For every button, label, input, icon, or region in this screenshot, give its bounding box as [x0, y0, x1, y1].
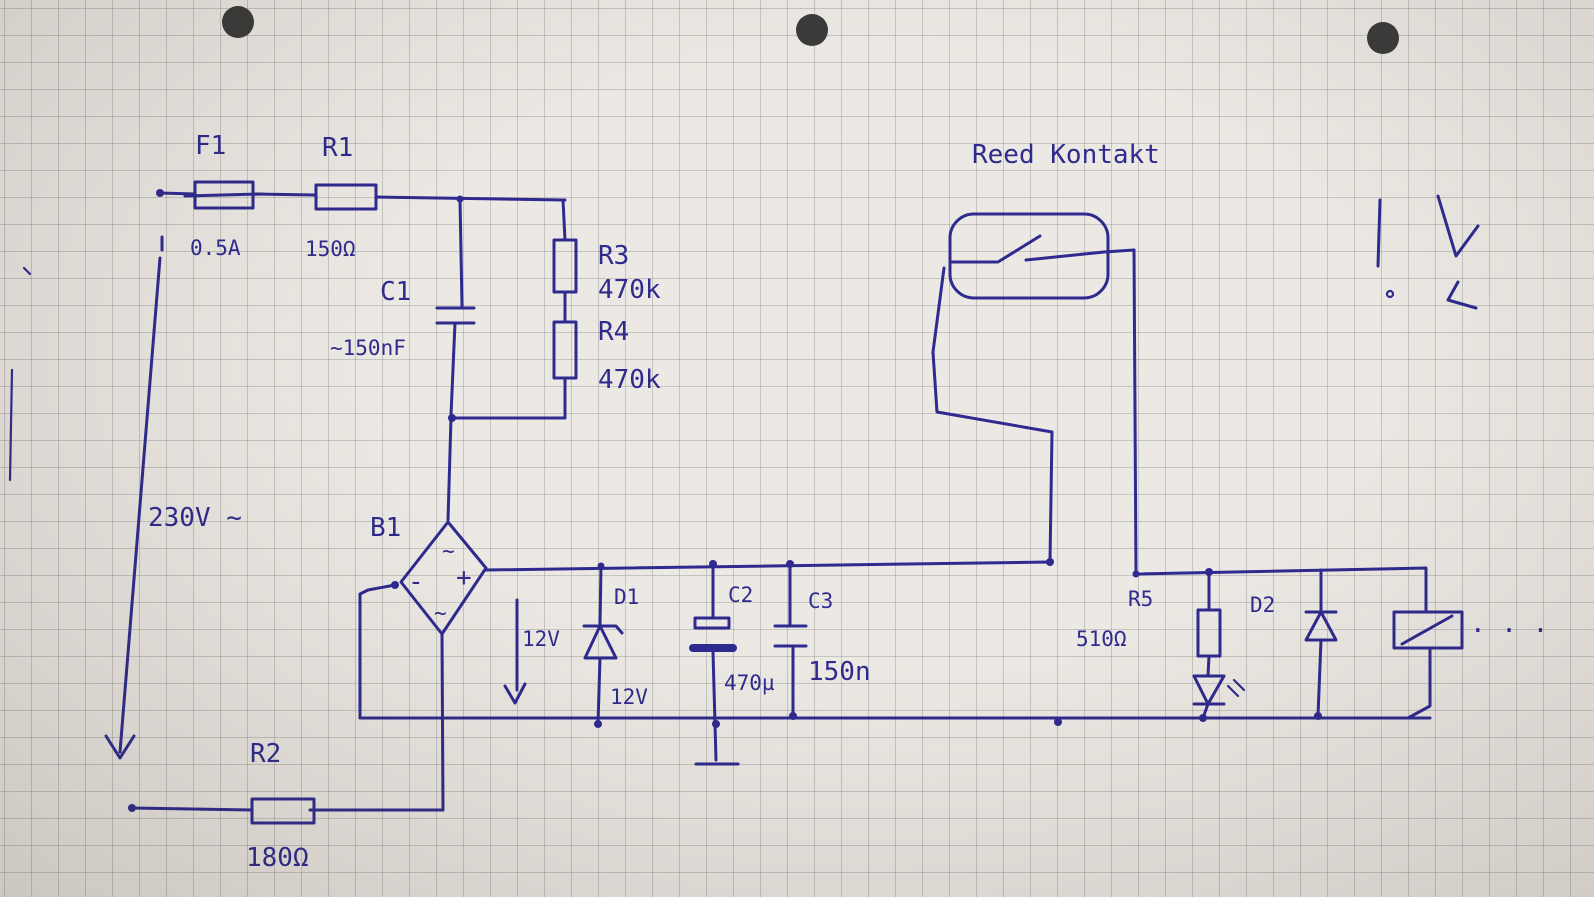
binder-hole-left — [222, 6, 254, 38]
capacitor-c2: C2 470µ — [689, 562, 775, 766]
bridge-feed — [446, 414, 456, 522]
binder-hole-middle — [796, 14, 828, 46]
b1-ac-bottom: ~ — [434, 601, 447, 625]
b1-minus: - — [408, 567, 424, 597]
c2-value: 470µ — [724, 671, 775, 695]
b1-ac-top: ~ — [442, 539, 455, 563]
zener-diode-d1: D1 12V — [582, 564, 648, 726]
margin-tick — [22, 266, 32, 276]
capacitor-c1: C1 ~150nF — [330, 195, 476, 417]
margin-stroke — [8, 368, 14, 482]
resistor-r5: R5 510Ω — [1076, 570, 1222, 658]
f1-value: 0.5A — [190, 236, 241, 260]
c2-label: C2 — [728, 583, 753, 607]
led — [1192, 654, 1246, 720]
b1-plus: + — [456, 563, 472, 593]
r2-label: R2 — [250, 739, 281, 769]
d2-label: D2 — [1250, 593, 1275, 617]
dc-voltage-arrow: 12V — [503, 598, 560, 705]
resistor-r1: R1 150Ω — [305, 133, 378, 261]
corner-note: ! — [1376, 194, 1480, 310]
r1-value: 150Ω — [305, 237, 356, 261]
c3-label: C3 — [808, 589, 833, 613]
b1-label: B1 — [370, 513, 401, 543]
bridge-rectifier-b1: B1 ~ ~ - + — [308, 513, 488, 812]
output-rail — [1132, 566, 1428, 612]
fuse-f1: F1 0.5A — [183, 131, 264, 260]
resistor-r3: R3 470k — [552, 198, 661, 305]
dc-voltage-label: 12V — [522, 627, 560, 651]
mains-label: 230V ~ — [148, 503, 242, 533]
r4-value: 470k — [598, 365, 661, 395]
capacitor-c3: C3 150n — [773, 562, 871, 718]
dc-positive-rail — [484, 558, 1054, 572]
relay-coil: . . . — [1392, 609, 1548, 720]
r1-label: R1 — [322, 133, 353, 163]
dc-negative-rail — [448, 712, 1432, 728]
resistor-r2: R2 180Ω — [128, 739, 316, 873]
d1-value: 12V — [610, 685, 648, 709]
binder-hole-right — [1367, 22, 1399, 54]
diode-d2: D2 — [1250, 568, 1338, 718]
r5-value: 510Ω — [1076, 627, 1127, 651]
d1-label: D1 — [614, 585, 639, 609]
reed-label: Reed Kontakt — [972, 140, 1160, 170]
r2-value: 180Ω — [246, 843, 309, 873]
f1-label: F1 — [195, 131, 226, 161]
reed-contact: Reed Kontakt — [931, 140, 1160, 576]
r5-label: R5 — [1128, 587, 1153, 611]
resistor-r4: R4 470k — [449, 290, 661, 420]
c3-value: 150n — [808, 657, 871, 687]
c1-label: C1 — [380, 277, 411, 307]
r3-value: 470k — [598, 275, 661, 305]
mains-voltage-arrow: 230V ~ — [104, 235, 242, 760]
c1-value: ~150nF — [330, 336, 406, 360]
relay-dots: . . . — [1470, 609, 1548, 639]
r3-label: R3 — [598, 241, 629, 271]
r4-label: R4 — [598, 317, 629, 347]
